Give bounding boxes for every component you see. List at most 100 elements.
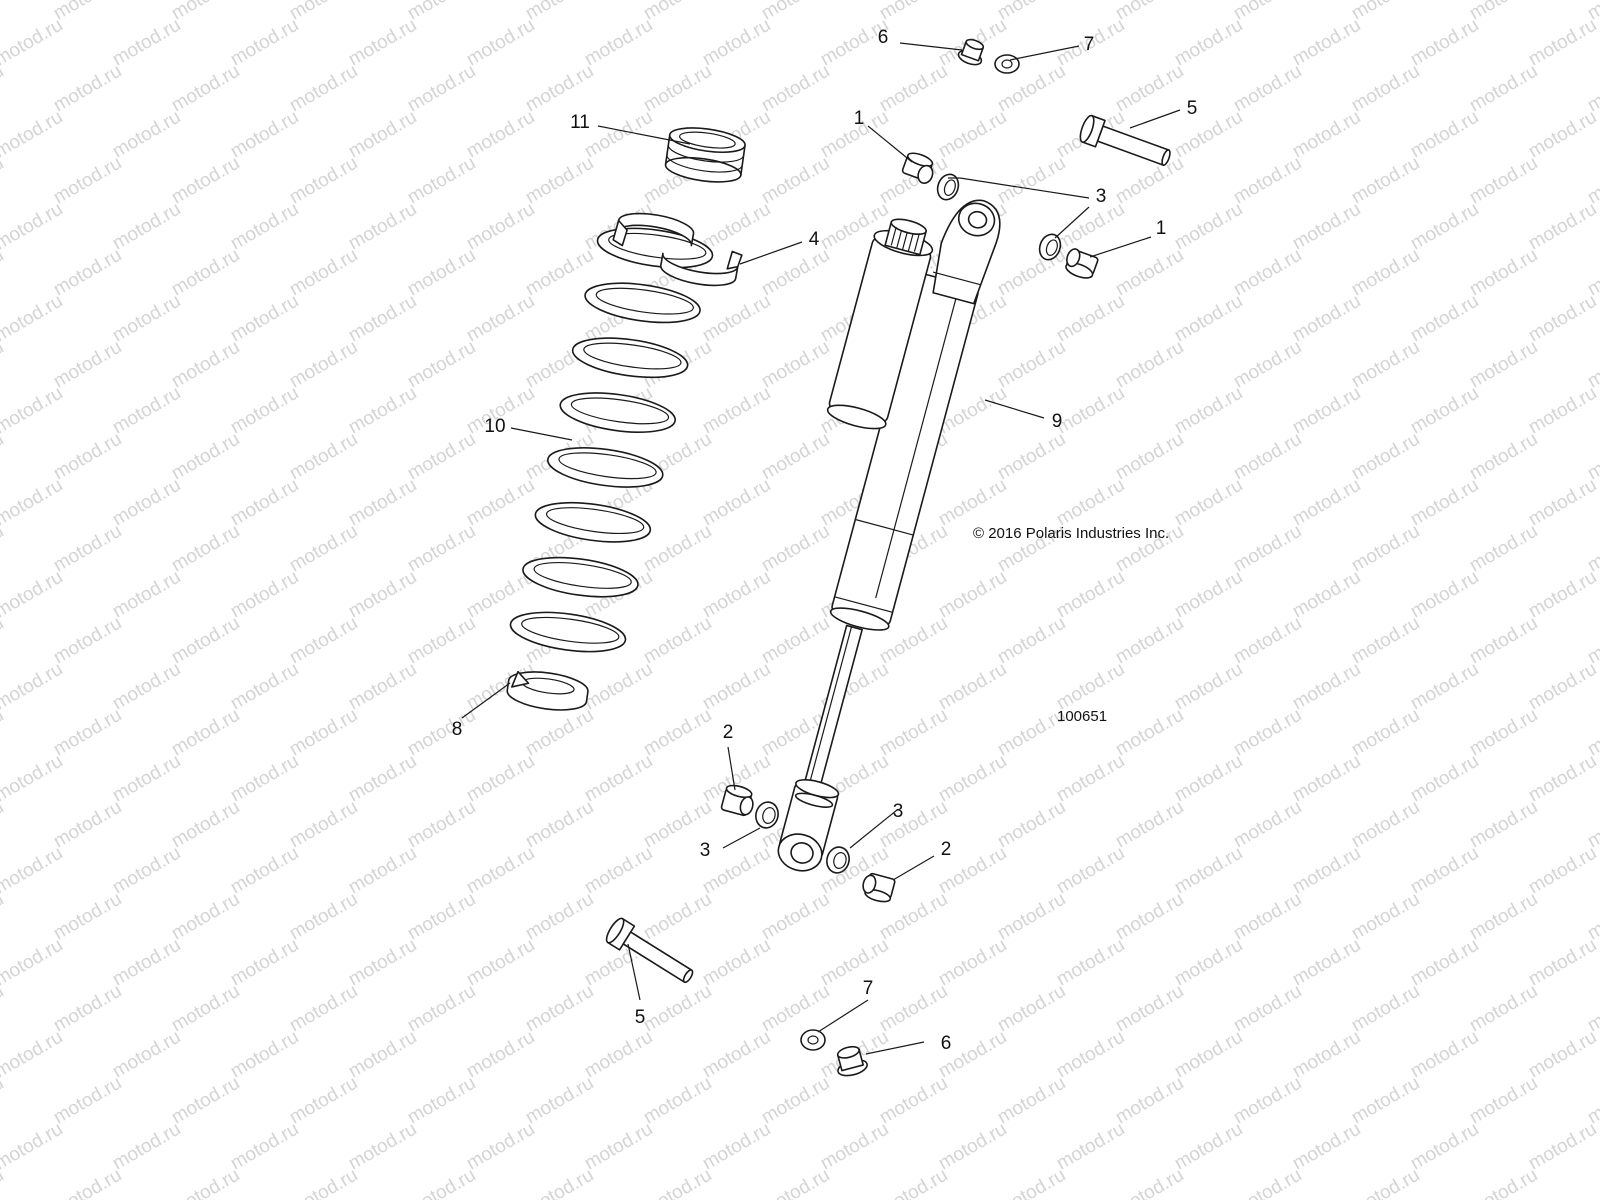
watermark-text: motod.ru xyxy=(404,797,479,853)
watermark-text: motod.ru xyxy=(1525,199,1600,255)
watermark-text: motod.ru xyxy=(1466,0,1541,24)
watermark-text: motod.ru xyxy=(50,889,125,945)
watermark-text: motod.ru xyxy=(0,843,66,899)
watermark-text: motod.ru xyxy=(1525,107,1600,163)
watermark-text: motod.ru xyxy=(0,107,66,163)
watermark-text: motod.ru xyxy=(1407,475,1482,531)
watermark-text: motod.ru xyxy=(345,291,420,347)
watermark-text: motod.ru xyxy=(1525,475,1600,531)
watermark-text: motod.ru xyxy=(581,659,656,715)
watermark-text: motod.ru xyxy=(109,199,184,255)
watermark-text: motod.ru xyxy=(0,475,66,531)
watermark-text: motod.ru xyxy=(1466,1073,1541,1129)
watermark-text: motod.ru xyxy=(1230,429,1305,485)
watermark-text: motod.ru xyxy=(1525,751,1600,807)
watermark-text: motod.ru xyxy=(1230,797,1305,853)
watermark-text: motod.ru xyxy=(1230,889,1305,945)
watermark-text: motod.ru xyxy=(699,383,774,439)
watermark-text: motod.ru xyxy=(1289,843,1364,899)
watermark-text: motod.ru xyxy=(50,705,125,761)
leader-lines xyxy=(461,42,1181,1055)
watermark-text: motod.ru xyxy=(286,245,361,301)
watermark-text: motod.ru xyxy=(699,935,774,991)
watermark-text: motod.ru xyxy=(1348,429,1423,485)
watermark-text: motod.ru xyxy=(50,1165,125,1200)
watermark-text: motod.ru xyxy=(0,751,66,807)
watermark-text: motod.ru xyxy=(286,613,361,669)
watermark-text: motod.ru xyxy=(463,107,538,163)
watermark-text: motod.ru xyxy=(640,0,715,24)
watermark-text: motod.ru xyxy=(1407,751,1482,807)
watermark-text: motod.ru xyxy=(1230,981,1305,1037)
watermark-text: motod.ru xyxy=(876,981,951,1037)
watermark-text: motod.ru xyxy=(463,1027,538,1083)
watermark-text: motod.ru xyxy=(109,935,184,991)
watermark-text: motod.ru xyxy=(1348,797,1423,853)
watermark-text: motod.ru xyxy=(581,843,656,899)
watermark-text: motod.ru xyxy=(1466,705,1541,761)
washer-bottom xyxy=(800,1029,826,1051)
watermark-text: motod.ru xyxy=(1289,15,1364,71)
spring-coil-inner xyxy=(521,616,620,644)
watermark-text: motod.ru xyxy=(286,337,361,393)
watermark-text: motod.ru xyxy=(699,15,774,71)
watermark-text: motod.ru xyxy=(1053,1119,1128,1175)
watermark-text: motod.ru xyxy=(1584,1165,1600,1200)
callout-6-top: 6 xyxy=(878,27,889,48)
spring-coil-inner xyxy=(533,561,632,589)
watermark-text: motod.ru xyxy=(109,383,184,439)
watermark-text: motod.ru xyxy=(522,981,597,1037)
watermark-text: motod.ru xyxy=(0,15,66,71)
watermark-text: motod.ru xyxy=(876,61,951,117)
watermark-text: motod.ru xyxy=(227,751,302,807)
watermark-text: motod.ru xyxy=(640,1073,715,1129)
watermark-text: motod.ru xyxy=(0,199,66,255)
watermark-text: motod.ru xyxy=(286,1073,361,1129)
watermark-text: motod.ru xyxy=(1053,659,1128,715)
watermark-text: motod.ru xyxy=(581,1027,656,1083)
watermark-text: motod.ru xyxy=(286,429,361,485)
watermark-text: motod.ru xyxy=(50,521,125,577)
watermark-text: motod.ru xyxy=(168,521,243,577)
watermark-text: motod.ru xyxy=(1289,475,1364,531)
watermark-text: motod.ru xyxy=(699,291,774,347)
watermark-text: motod.ru xyxy=(1230,521,1305,577)
callout-7-top: 7 xyxy=(1084,34,1095,55)
watermark-text: motod.ru xyxy=(1171,567,1246,623)
watermark-text: motod.ru xyxy=(758,981,833,1037)
watermark-text: motod.ru xyxy=(1407,15,1482,71)
watermark-text: motod.ru xyxy=(1112,705,1187,761)
watermark-text: motod.ru xyxy=(1289,935,1364,991)
spacer-bottom-left xyxy=(755,801,779,829)
watermark-text: motod.ru xyxy=(286,705,361,761)
watermark-text: motod.ru xyxy=(1348,0,1423,24)
shock-body-tube xyxy=(829,273,979,631)
watermark-text: motod.ru xyxy=(345,15,420,71)
watermark-text: motod.ru xyxy=(522,705,597,761)
watermark-text: motod.ru xyxy=(0,0,7,24)
watermark-text: motod.ru xyxy=(1230,61,1305,117)
callout-5-bottom: 5 xyxy=(635,1007,646,1028)
watermark-text: motod.ru xyxy=(581,1119,656,1175)
shock-lower-eyelet xyxy=(777,779,840,872)
watermark-text: motod.ru xyxy=(1230,245,1305,301)
watermark-text: motod.ru xyxy=(1466,889,1541,945)
watermark-text: motod.ru xyxy=(1230,153,1305,209)
watermark-text: motod.ru xyxy=(286,797,361,853)
watermark-text: motod.ru xyxy=(1348,1165,1423,1200)
watermark-text: motod.ru xyxy=(345,1027,420,1083)
watermark-text: motod.ru xyxy=(168,1073,243,1129)
watermark-text: motod.ru xyxy=(1407,199,1482,255)
watermark-text: motod.ru xyxy=(1466,429,1541,485)
watermark-text: motod.ru xyxy=(345,383,420,439)
watermark-text: motod.ru xyxy=(1289,567,1364,623)
spring-collar-half-upper xyxy=(612,212,695,247)
watermark-text: motod.ru xyxy=(0,1165,7,1200)
watermark-text: motod.ru xyxy=(1230,705,1305,761)
watermark-text: motod.ru xyxy=(1466,1165,1541,1200)
watermark-text: motod.ru xyxy=(168,889,243,945)
drawing-number: 100651 xyxy=(1057,708,1107,725)
spring-coil xyxy=(571,337,689,379)
watermark-text: motod.ru xyxy=(1289,383,1364,439)
watermark-text: motod.ru xyxy=(1171,383,1246,439)
